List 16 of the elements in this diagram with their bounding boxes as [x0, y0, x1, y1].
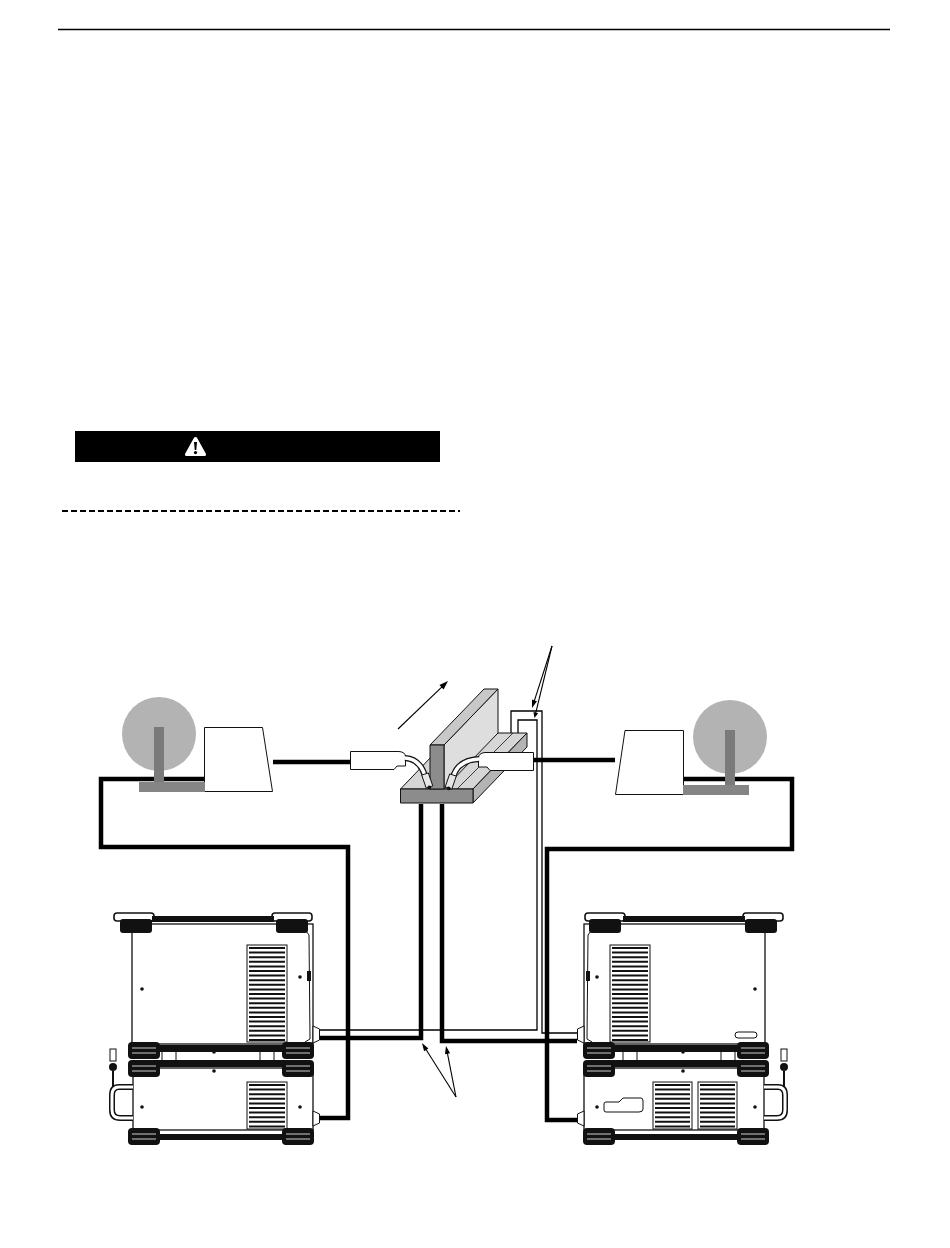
- wire-feeder: [615, 730, 684, 795]
- cable: [273, 759, 350, 765]
- thin-wire: [510, 710, 578, 1034]
- cable: [439, 804, 577, 1044]
- thin-wire: [319, 719, 538, 1031]
- cable: [544, 776, 795, 1123]
- welding-gun: [350, 749, 434, 790]
- cable: [320, 804, 424, 1041]
- cable: [98, 776, 351, 1121]
- wire-spool: [693, 700, 767, 774]
- wire-spool: [122, 697, 196, 771]
- welding-gun: [444, 750, 534, 791]
- welding-power-source: [577, 911, 791, 1147]
- wire-feeder: [204, 727, 273, 792]
- welding-power-source: [106, 911, 320, 1147]
- cable: [534, 757, 615, 763]
